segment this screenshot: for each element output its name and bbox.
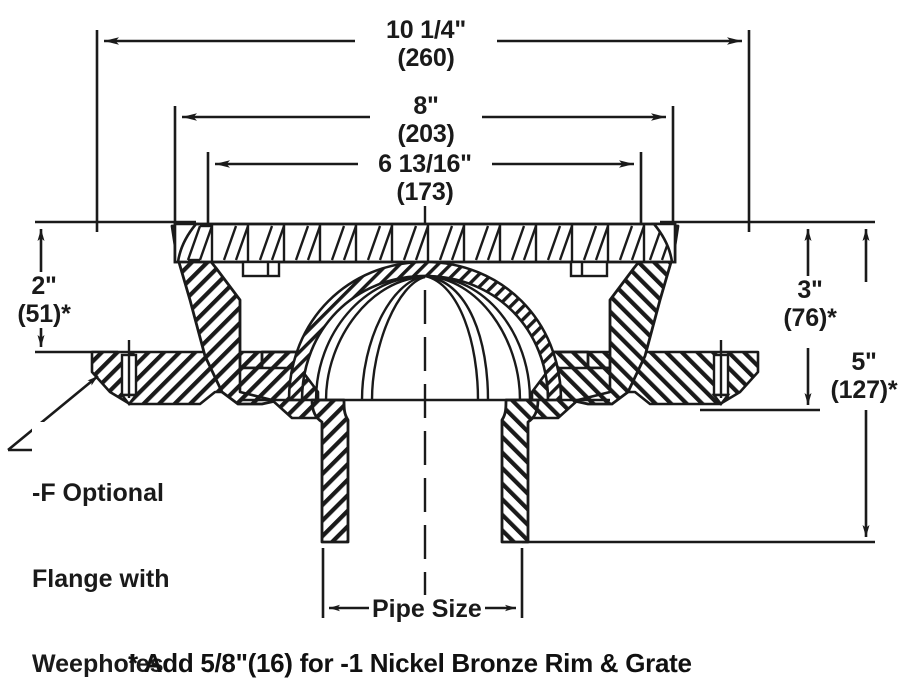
dimension-pipe-size [321, 548, 524, 618]
overall-depth-metric: (127)* [830, 376, 898, 404]
dimension-label-overall-width: 10 1/4" (260) [355, 16, 497, 72]
dimension-label-body-depth: 3" (76)* [770, 276, 850, 332]
grate-outer-width-metric: (203) [397, 120, 455, 148]
grate-rib-separators [210, 224, 646, 262]
overall-width-imperial: 10 1/4" [386, 16, 466, 44]
body-depth-metric: (76)* [783, 304, 837, 332]
outlet-pipe-wall-left [310, 398, 350, 544]
grate-opening-width-metric: (173) [396, 178, 454, 206]
dome-strainer [240, 260, 610, 402]
flange-callout-text: -F Optional Flange with Weepholes [32, 422, 170, 700]
dimension-grate-opening-width [206, 152, 643, 232]
dome-ribs [314, 274, 532, 401]
flange-callout-line-2: Flange with [32, 564, 170, 593]
flange-callout-line-3: Weepholes [32, 650, 164, 678]
grate-opening-width-imperial: 6 13/16" [378, 150, 472, 178]
overall-width-metric: (260) [397, 44, 455, 72]
flange-callout-line-1: -F Optional [32, 479, 164, 507]
dimension-label-overall-depth: 5" (127)* [820, 348, 908, 404]
grate-outer-width-imperial: 8" [413, 92, 439, 120]
sump-floor-left [238, 366, 320, 420]
dimension-label-pipe-size: Pipe Size [369, 595, 485, 624]
outlet-pipe-wall-right [500, 398, 540, 544]
dimension-grate-outer-width [173, 106, 675, 232]
dimension-label-grate-outer-width: 8" (203) [370, 92, 482, 148]
sump-floor-right [530, 366, 612, 420]
flange-depth-imperial: 2" [31, 272, 57, 300]
flange-depth-metric: (51)* [17, 300, 71, 328]
overall-depth-imperial: 5" [851, 348, 877, 376]
grate-bars [186, 224, 676, 262]
dimension-label-flange-depth: 2" (51)* [6, 272, 82, 328]
dimension-label-grate-opening-width: 6 13/16" (173) [358, 150, 492, 206]
body-depth-imperial: 3" [797, 276, 823, 304]
grate-assembly [173, 222, 677, 278]
dimension-overall-width [95, 30, 751, 232]
footnote-text: * Add 5/8"(16) for -1 Nickel Bronze Rim … [128, 648, 692, 678]
